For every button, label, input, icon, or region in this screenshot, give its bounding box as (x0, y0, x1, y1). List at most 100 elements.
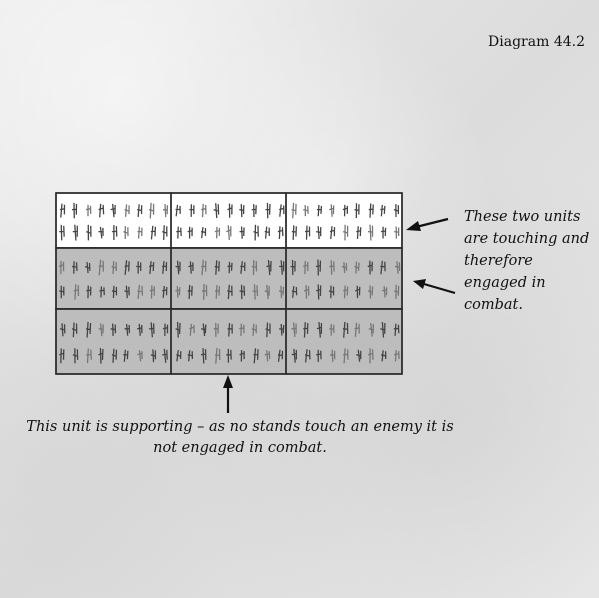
miniature-figure (123, 226, 129, 240)
miniature-figure (279, 260, 285, 275)
miniature-figure (355, 285, 361, 299)
miniature-figure (162, 348, 168, 363)
miniature-figure (110, 203, 116, 218)
miniature-figure (239, 350, 245, 362)
miniature-figure (239, 323, 245, 336)
miniature-figure (187, 350, 194, 362)
miniature-figure (59, 348, 65, 364)
miniature-figure (303, 260, 309, 275)
miniature-figure (214, 260, 220, 275)
front-figures (58, 259, 401, 300)
miniature-figure (85, 204, 92, 217)
miniature-figure (111, 348, 118, 363)
supporting-unit-block (55, 308, 403, 375)
miniature-figure (253, 348, 259, 364)
miniature-figure (393, 323, 400, 336)
miniature-figure (175, 204, 181, 217)
miniature-figure (368, 323, 374, 337)
miniature-figure (86, 285, 92, 299)
miniature-figure (278, 285, 285, 299)
miniature-figure (124, 323, 131, 336)
miniature-figure (367, 285, 374, 299)
miniature-figure (136, 261, 142, 274)
miniature-figure (316, 349, 322, 362)
miniature-figure (329, 204, 335, 217)
miniature-figure (394, 350, 400, 362)
miniature-figure (354, 322, 360, 337)
miniature-figure (264, 226, 270, 239)
front-unit-block (55, 247, 403, 310)
miniature-figure (279, 204, 285, 217)
miniature-figure (380, 350, 387, 362)
miniature-figure (315, 284, 322, 300)
miniature-figure (175, 260, 181, 275)
miniature-figure (71, 261, 78, 274)
miniature-figure (343, 348, 349, 364)
miniature-figure (291, 225, 297, 240)
miniature-figure (253, 224, 259, 241)
miniature-figure (201, 203, 207, 218)
miniature-figure (227, 261, 233, 274)
miniature-figure (367, 348, 374, 364)
miniature-figure (329, 323, 335, 336)
miniature-figure (329, 226, 336, 240)
miniature-figure (227, 323, 233, 337)
miniature-figure (381, 286, 388, 298)
miniature-figure (111, 225, 118, 241)
miniature-figure (137, 226, 143, 239)
miniature-figure (201, 284, 208, 300)
miniature-figure (380, 204, 386, 217)
miniature-figure (71, 202, 78, 219)
miniature-figure (123, 349, 129, 362)
miniature-figure (291, 286, 298, 298)
miniature-figure (187, 284, 193, 299)
miniature-figure (162, 204, 169, 218)
supporting-caption: This unit is supporting – as no stands t… (26, 419, 454, 456)
miniature-figure (214, 347, 221, 364)
miniature-figure (176, 350, 182, 362)
miniature-figure (277, 226, 284, 240)
engaged-caption: These two units are touching and therefo… (464, 209, 590, 313)
miniature-figure (59, 323, 66, 337)
front-unit (55, 247, 403, 310)
miniature-figure (175, 321, 181, 338)
miniature-figure (71, 322, 78, 338)
miniature-figure (316, 321, 323, 338)
miniature-figure (124, 260, 130, 275)
arrow-up-to-support (223, 375, 233, 413)
miniature-figure (277, 349, 284, 362)
miniature-figure (59, 285, 65, 299)
miniature-figure (279, 323, 285, 336)
miniature-figure (316, 226, 322, 240)
miniature-figure (394, 226, 400, 239)
miniature-figure (200, 348, 207, 364)
miniature-figure (98, 203, 105, 218)
miniature-figure (303, 285, 310, 299)
miniature-figure (86, 348, 92, 364)
miniature-figure (227, 284, 233, 300)
miniature-figure (329, 349, 336, 362)
miniature-figure (239, 226, 245, 239)
miniature-figure (354, 261, 360, 274)
miniature-figure (227, 203, 233, 218)
miniature-figure (188, 261, 194, 274)
miniature-figure (239, 284, 246, 300)
miniature-figure (98, 226, 104, 239)
miniature-figure (291, 348, 297, 363)
enemy-figures (59, 202, 400, 241)
miniature-figure (98, 259, 104, 276)
miniature-figure (124, 204, 130, 217)
miniature-figure (137, 204, 143, 217)
miniature-figure (291, 322, 297, 338)
miniature-figure (368, 203, 374, 218)
miniature-figure (356, 349, 362, 362)
miniature-figure (149, 285, 156, 299)
miniature-figure (380, 260, 386, 275)
miniature-figure (111, 285, 118, 298)
miniature-figure (84, 261, 91, 274)
miniature-figure (111, 261, 117, 274)
miniature-figure (214, 226, 221, 239)
arrow-to-enemy (406, 217, 449, 231)
